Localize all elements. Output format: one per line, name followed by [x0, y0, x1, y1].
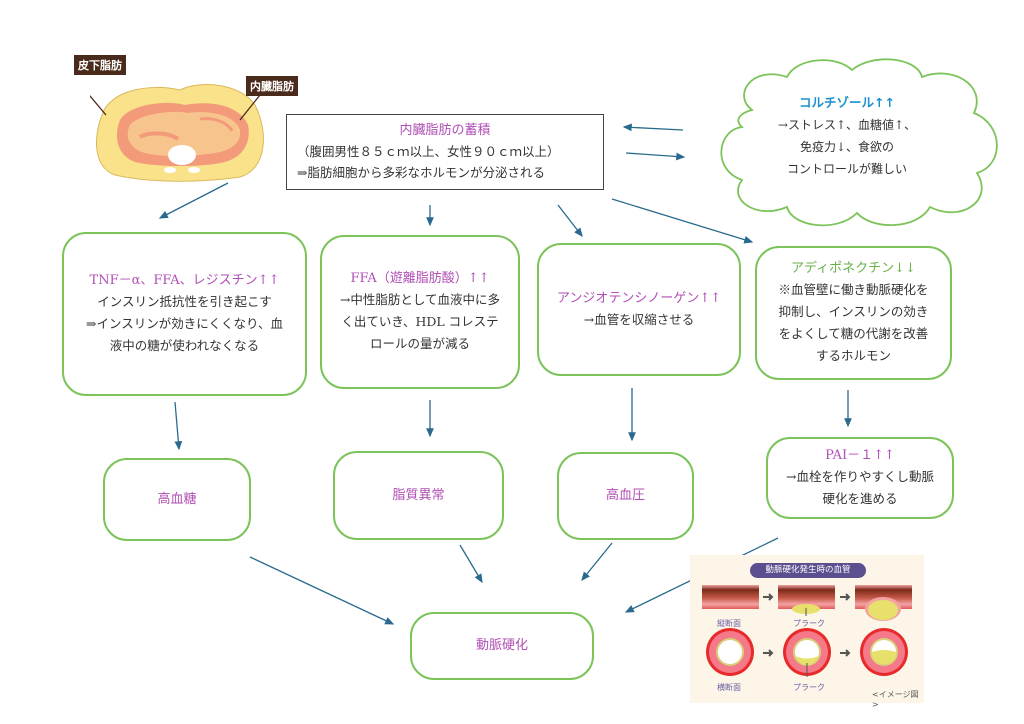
adipo-line: をよくして糖の代謝を改善 — [778, 326, 929, 341]
pai-title: PAI－１↑↑ — [825, 448, 895, 463]
hypertension-title: 高血圧 — [605, 488, 645, 503]
dyslipidemia-title: 脂質異常 — [392, 487, 445, 503]
spine-icon — [168, 145, 196, 165]
pai-box: PAI－１↑↑ →血栓を作りやすくし動脈 硬化を進める — [766, 437, 954, 519]
tnf-title: TNF－α、FFA、レジスチン↑↑ — [89, 273, 280, 288]
ffa-line: く出ていき、HDL コレステ — [341, 314, 499, 329]
arteriosclerosis-box: 動脈硬化 — [410, 612, 594, 680]
subcutaneous-fat-label: 皮下脂肪 — [74, 55, 126, 75]
cross-section-label: 横断面 — [717, 683, 741, 692]
tnf-line: ⇒インスリンが効きにくくなり、血 — [86, 316, 283, 331]
visceral-fat-label: 内臓脂肪 — [246, 76, 298, 96]
tnf-line: 液中の糖が使われなくなる — [109, 338, 260, 353]
image-note: <イメージ図> — [872, 690, 919, 709]
main-title: 内臓脂肪の蓄積 — [399, 123, 491, 138]
angiotensinogen-box: アンジオテンシノーゲン↑↑ →血管を収縮させる — [537, 243, 741, 376]
visceral-fat-accumulation-box: 内臓脂肪の蓄積 （腹囲男性８５ｃｍ以上、女性９０ｃｍ以上） ⇒脂肪細胞から多彩な… — [286, 114, 604, 190]
ffa-title: FFA（遊離脂肪酸）↑↑ — [350, 271, 490, 286]
tnf-box: TNF－α、FFA、レジスチン↑↑ インスリン抵抗性を引き起こす ⇒インスリンが… — [62, 232, 307, 396]
main-line-1: （腹囲男性８５ｃｍ以上、女性９０ｃｍ以上） — [297, 144, 560, 159]
cloud-title: コルチゾール↑↑ — [799, 95, 895, 110]
hyperglycemia-box: 高血糖 — [103, 458, 251, 541]
plaque-label: プラーク — [793, 619, 825, 628]
adiponectin-box: アディポネクチン↓↓ ※血管壁に働き動脈硬化を 抑制し、インスリンの効き をよく… — [755, 246, 952, 380]
hyperglycemia-title: 高血糖 — [157, 491, 197, 507]
cortisol-cloud: コルチゾール↑↑ →ストレス↑、血糖値↑、 免疫力↓、食欲の コントロールが難し… — [732, 92, 962, 180]
hypertension-box: 高血圧 — [557, 452, 694, 540]
adipo-line: するホルモン — [815, 348, 891, 363]
arteriosclerosis-figure: 動脈硬化発生時の血管 — [690, 555, 924, 709]
cloud-line: →ストレス↑、血糖値↑、 — [777, 118, 917, 132]
longitudinal-label: 縦断面 — [717, 619, 741, 628]
main-line-2: ⇒脂肪細胞から多彩なホルモンが分泌される — [297, 165, 545, 180]
vessel-illustration — [702, 585, 912, 677]
arrow-dyslipidemia-to-arteriosclerosis — [459, 544, 483, 584]
abdomen-illustration — [90, 84, 264, 182]
ffa-box: FFA（遊離脂肪酸）↑↑ →中性脂肪として血液中に多 く出ていき、HDL コレス… — [320, 235, 520, 389]
tnf-line: インスリン抵抗性を引き起こす — [97, 294, 272, 309]
arrow-main-to-adipo — [611, 198, 754, 244]
arrow-main-to-angio — [557, 204, 583, 238]
adipo-title: アディポネクチン↓↓ — [791, 261, 916, 276]
ffa-line: →中性脂肪として血液中に多 — [339, 292, 501, 307]
arrow-hyperglycemia-to-arteriosclerosis — [249, 556, 395, 625]
arrow-hypertension-to-arteriosclerosis — [581, 542, 613, 582]
cortisol-cloud-shape — [720, 58, 998, 227]
adipo-line: 抑制し、インスリンの効き — [778, 304, 929, 319]
adipo-line: ※血管壁に働き動脈硬化を — [778, 282, 929, 297]
cloud-line: 免疫力↓、食欲の — [799, 140, 895, 154]
plaque-label: プラーク — [793, 683, 825, 692]
arrow-main-to-tnf — [158, 182, 229, 219]
arrow-main-to-cloud — [625, 152, 686, 161]
pai-line: 硬化を進める — [822, 491, 898, 506]
arrow-cloud-to-main — [622, 123, 684, 132]
dyslipidemia-box: 脂質異常 — [333, 451, 504, 540]
pai-line: →血栓を作りやすくし動脈 — [786, 469, 934, 484]
ffa-line: ロールの量が減る — [369, 336, 470, 351]
angio-line: →血管を収縮させる — [583, 311, 695, 327]
cloud-line: コントロールが難しい — [786, 162, 907, 176]
angio-title: アンジオテンシノーゲン↑↑ — [556, 290, 722, 306]
arrow-tnf-to-hyperglycemia — [174, 401, 183, 451]
figure-title: 動脈硬化発生時の血管 — [750, 563, 866, 578]
arteriosclerosis-title: 動脈硬化 — [475, 638, 528, 653]
